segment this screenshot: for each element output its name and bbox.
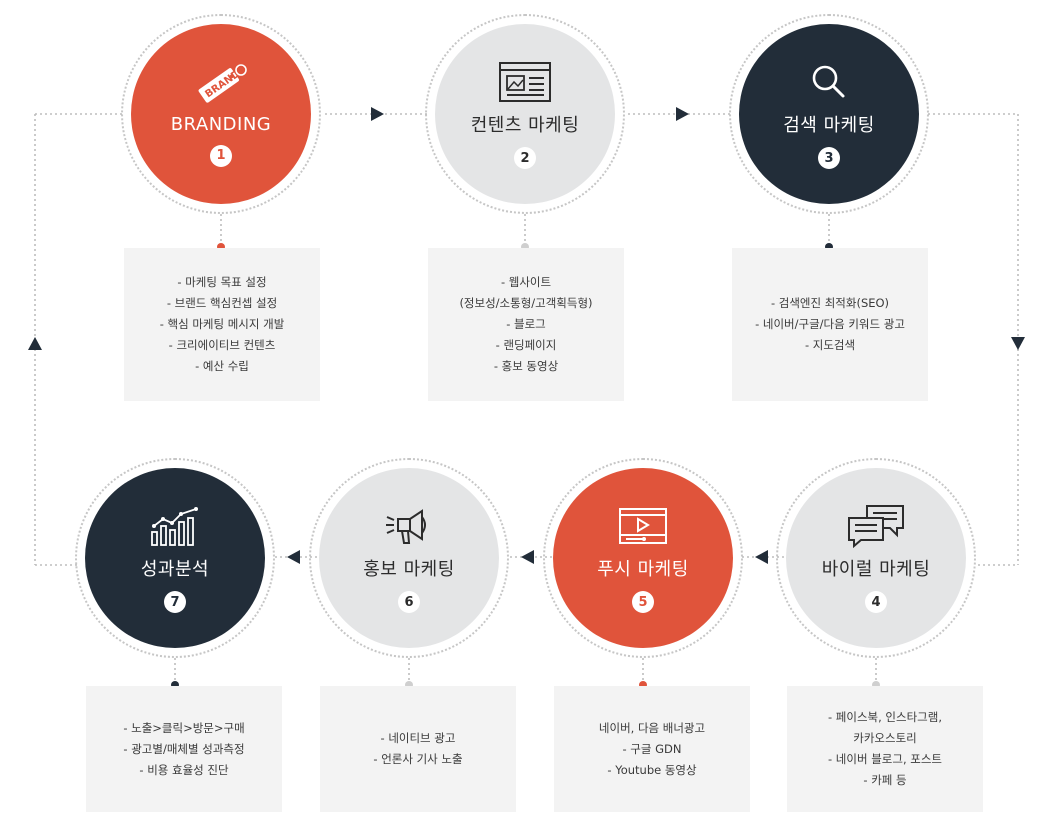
step-5-circle[interactable]: 푸시 마케팅 5 <box>553 468 733 648</box>
webpage-icon <box>499 59 551 105</box>
step-6-dot <box>405 681 413 689</box>
detail-item: - 구글 GDN <box>622 741 682 756</box>
step-5-ring <box>543 458 743 658</box>
detail-item: - 광고별/매체별 성과측정 <box>123 741 245 756</box>
chat-bubbles-icon <box>847 503 905 549</box>
step-3-details: - 검색엔진 최적화(SEO) - 네이버/구글/다음 키워드 광고 - 지도검… <box>732 248 928 401</box>
detail-item: - 랜딩페이지 <box>495 338 557 352</box>
search-icon <box>809 59 849 105</box>
arrow-down <box>1011 337 1025 350</box>
detail-item: - 마케팅 목표 설정 <box>177 275 267 289</box>
detail-item: - 예산 수립 <box>195 359 249 373</box>
bar-chart-icon <box>148 503 202 549</box>
detail-item: 네이버, 다음 배너광고 <box>598 720 706 735</box>
step-3-dot <box>825 243 833 251</box>
detail-item: - 비용 효율성 진단 <box>139 762 229 777</box>
detail-item: - 네이버 블로그, 포스트 <box>828 752 942 766</box>
megaphone-icon <box>384 503 434 549</box>
detail-item: - 블로그 <box>506 317 546 331</box>
step-2-ring <box>425 14 625 214</box>
step-number: 6 <box>398 591 420 613</box>
step-title: 바이럴 마케팅 <box>821 559 931 580</box>
detail-item: - Youtube 동영상 <box>607 762 697 777</box>
step-number: 5 <box>632 591 654 613</box>
detail-item: - 카페 등 <box>863 773 907 787</box>
step-6-circle[interactable]: 홍보 마케팅 6 <box>319 468 499 648</box>
step-title: 푸시 마케팅 <box>597 559 689 580</box>
detail-item: - 페이스북, 인스타그램, <box>828 710 942 724</box>
step-5-details: 네이버, 다음 배너광고 - 구글 GDN - Youtube 동영상 <box>554 686 750 812</box>
step-title: 홍보 마케팅 <box>363 559 455 580</box>
step-4-circle[interactable]: 바이럴 마케팅 4 <box>786 468 966 648</box>
step-4-dot <box>872 681 880 689</box>
brand-tag-icon: BRAND <box>191 62 251 108</box>
detail-item: - 네이티브 광고 <box>380 731 456 745</box>
arrow-right-1 <box>371 107 384 121</box>
step-number: 4 <box>865 591 887 613</box>
step-title: 검색 마케팅 <box>783 115 875 136</box>
step-number: 7 <box>164 591 186 613</box>
step-title: 컨텐츠 마케팅 <box>470 115 580 136</box>
detail-item: - 홍보 동영상 <box>493 359 559 373</box>
detail-item: - 브랜드 핵심컨셉 설정 <box>166 296 278 310</box>
detail-item: (정보성/소통형/고객획득형) <box>459 296 593 310</box>
video-player-icon <box>618 503 668 549</box>
detail-item: - 언론사 기사 노출 <box>373 752 463 766</box>
step-number: 1 <box>210 144 232 167</box>
arrow-right-2 <box>676 107 689 121</box>
step-6-details: - 네이티브 광고 - 언론사 기사 노출 <box>320 686 516 812</box>
step-7-dot <box>171 681 179 689</box>
step-2-details: - 웹사이트 (정보성/소통형/고객획득형) - 블로그 - 랜딩페이지 - 홍… <box>428 248 624 401</box>
step-title: 성과분석 <box>140 559 210 580</box>
step-number: 3 <box>818 147 840 169</box>
arrow-up <box>28 337 42 350</box>
detail-item: - 핵심 마케팅 메시지 개발 <box>159 317 285 331</box>
step-2-dot <box>521 243 529 251</box>
arrow-left-2 <box>521 550 534 564</box>
step-3-circle[interactable]: 검색 마케팅 3 <box>739 24 919 204</box>
step-1-dot <box>217 243 225 251</box>
detail-item: 카카오스토리 <box>853 731 917 745</box>
arrow-left-3 <box>287 550 300 564</box>
step-number: 2 <box>514 147 536 169</box>
step-4-ring <box>776 458 976 658</box>
step-6-ring <box>309 458 509 658</box>
detail-item: - 노출>클릭>방문>구매 <box>123 720 245 735</box>
step-7-circle[interactable]: 성과분석 7 <box>85 468 265 648</box>
step-4-details: - 페이스북, 인스타그램, 카카오스토리 - 네이버 블로그, 포스트 - 카… <box>787 686 983 812</box>
step-7-ring <box>75 458 275 658</box>
arrow-left-1 <box>755 550 768 564</box>
step-1-circle[interactable]: BRAND BRANDING 1 <box>131 24 311 204</box>
step-3-ring <box>729 14 929 214</box>
detail-item: - 검색엔진 최적화(SEO) <box>770 296 890 310</box>
step-1-details: - 마케팅 목표 설정 - 브랜드 핵심컨셉 설정 - 핵심 마케팅 메시지 개… <box>124 248 320 401</box>
detail-item: - 네이버/구글/다음 키워드 광고 <box>755 317 905 331</box>
step-5-dot <box>639 681 647 689</box>
step-title: BRANDING <box>170 113 272 135</box>
detail-item: - 웹사이트 <box>500 275 552 289</box>
detail-item: - 지도검색 <box>804 338 856 352</box>
step-2-circle[interactable]: 컨텐츠 마케팅 2 <box>435 24 615 204</box>
step-7-details: - 노출>클릭>방문>구매 - 광고별/매체별 성과측정 - 비용 효율성 진단 <box>86 686 282 812</box>
detail-item: - 크리에이티브 컨텐츠 <box>168 338 276 352</box>
step-1-ring <box>121 14 321 214</box>
